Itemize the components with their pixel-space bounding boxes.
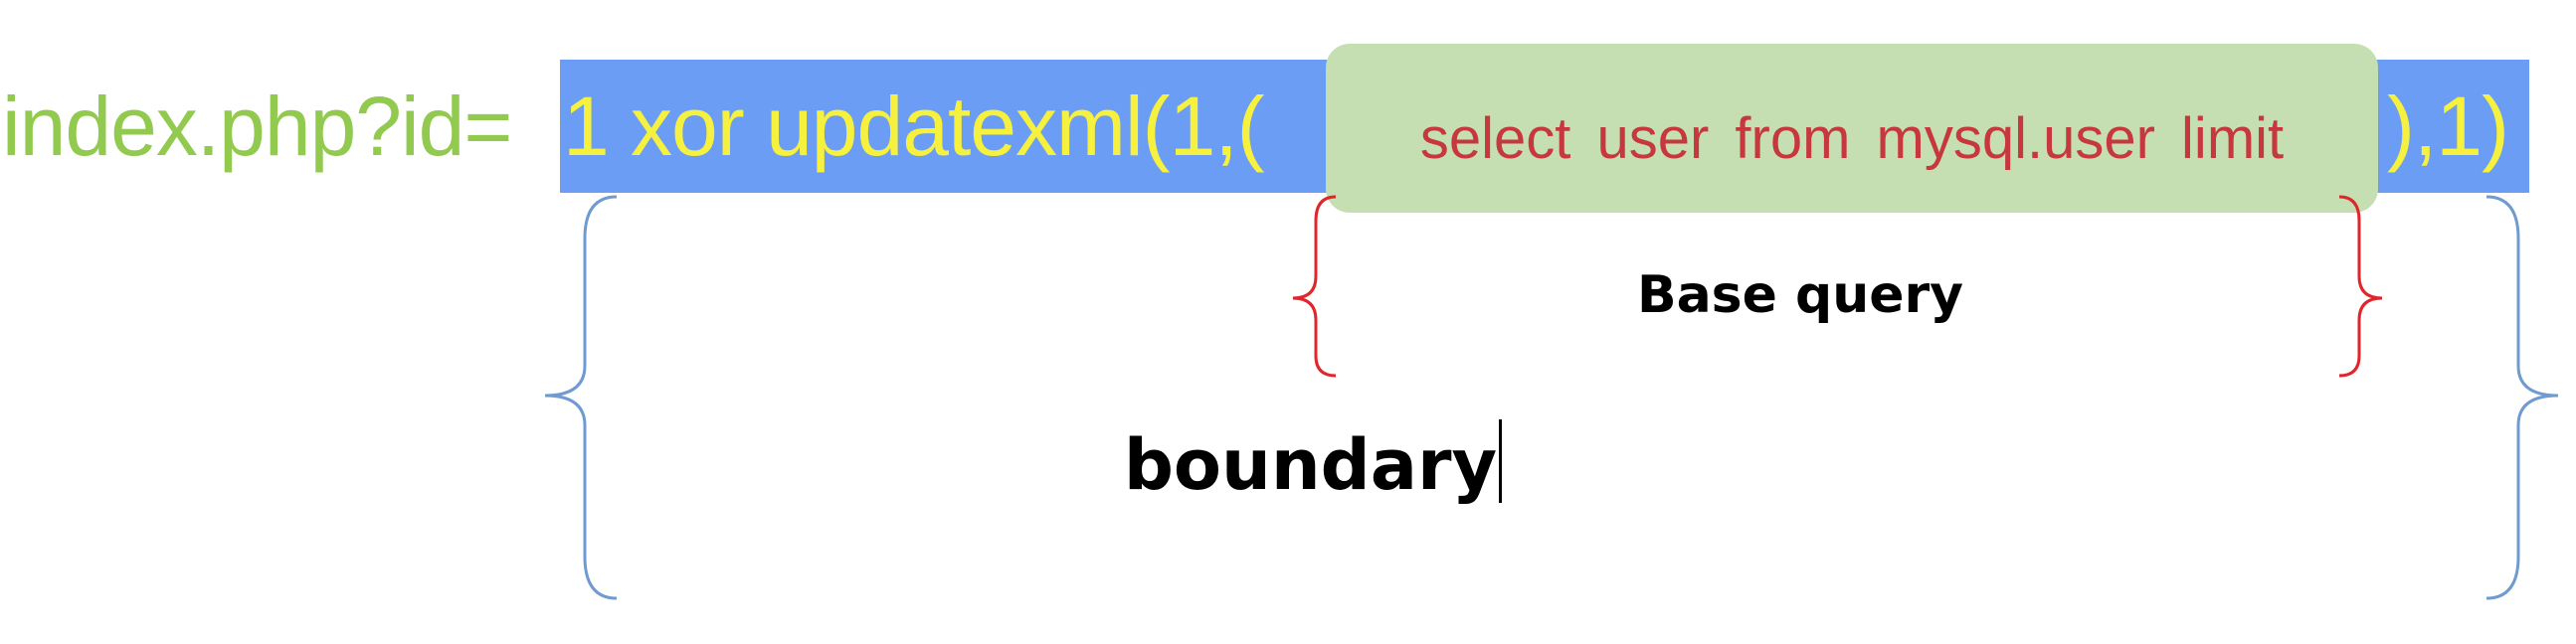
boundary-label: boundary — [995, 417, 1631, 513]
inner-right-brace — [2338, 195, 2383, 378]
outer-left-brace — [544, 195, 618, 600]
base-query-label: Base query — [1636, 265, 1964, 325]
url-prefix: index.php?id= — [2, 80, 512, 173]
payload-after-text: ),1) — [2387, 80, 2509, 173]
base-query-sql: select user from mysql.user limit — [1419, 106, 2285, 171]
outer-right-brace — [2485, 195, 2559, 600]
inner-left-brace — [1292, 195, 1337, 378]
text-cursor — [1499, 419, 1503, 503]
base-query-box — [1326, 44, 2378, 213]
payload-before-text: 1 xor updatexml(1,( — [563, 80, 1265, 173]
boundary-label-text: boundary — [1123, 424, 1498, 506]
